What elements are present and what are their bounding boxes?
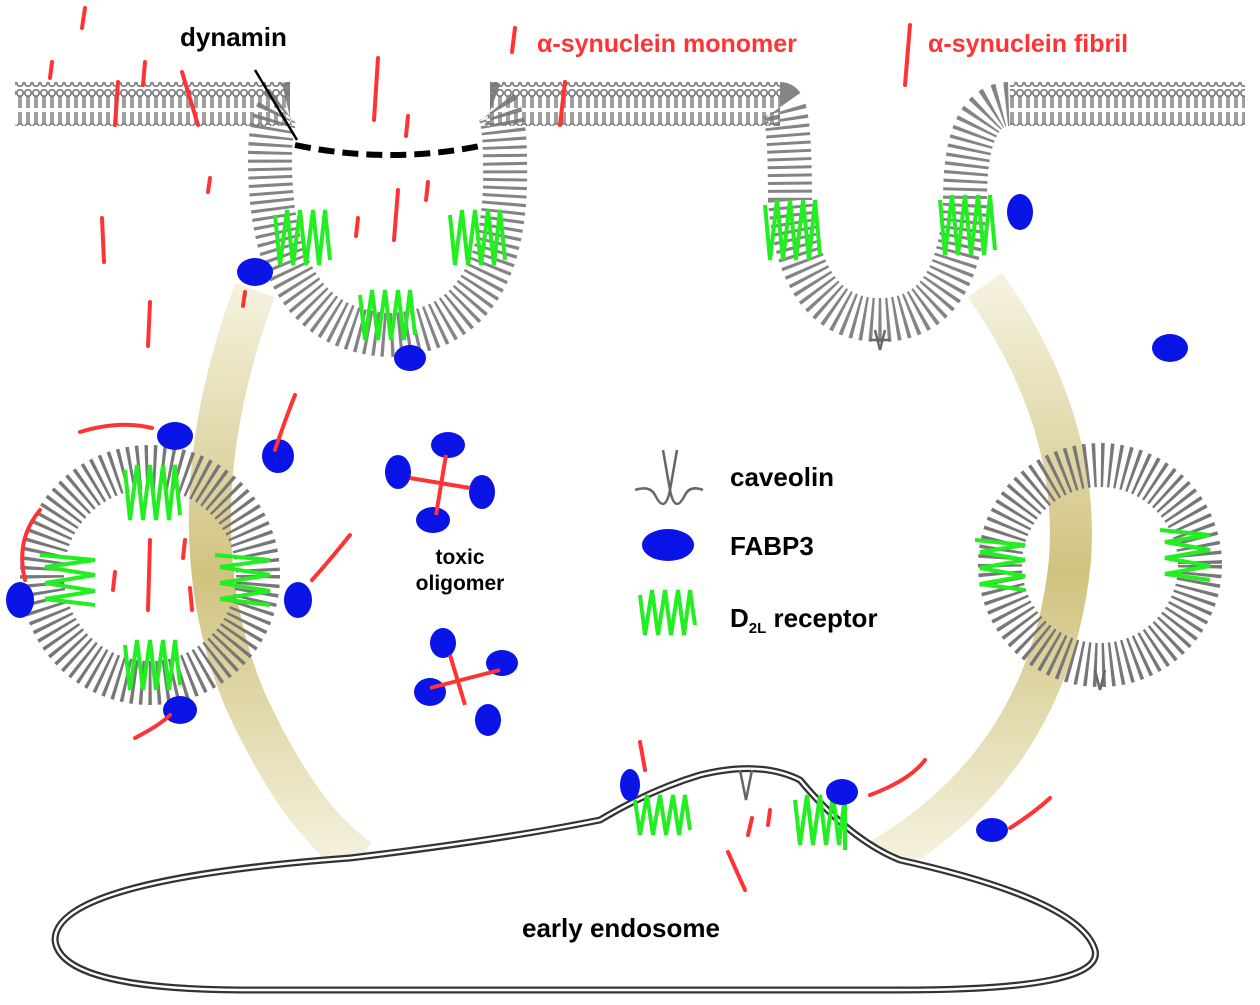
fabp3 <box>1152 334 1188 362</box>
receptor <box>633 794 692 836</box>
fabp3 <box>620 769 640 801</box>
monomer-label: α-synuclein monomer <box>537 30 797 58</box>
receptor <box>938 194 997 256</box>
d2l-receptors <box>39 194 1211 850</box>
legend-fabp3-icon <box>642 529 694 561</box>
dynamin-label: dynamin <box>180 22 287 52</box>
fabp3 <box>976 818 1008 842</box>
fabp3 <box>157 422 193 450</box>
receptor <box>123 464 182 521</box>
fabp3 <box>385 455 411 489</box>
fabp3 <box>826 779 858 805</box>
fabp3-proteins <box>6 194 1188 842</box>
legend-receptor-icon <box>638 589 697 636</box>
receptor <box>214 553 271 607</box>
fabp3 <box>430 628 456 658</box>
fibril-label: α-synuclein fibril <box>928 30 1129 58</box>
receptor <box>1159 528 1211 582</box>
receptor <box>273 209 332 266</box>
toxic-oligomers <box>409 454 501 706</box>
legend-d2l-label: D2L receptor <box>730 603 878 637</box>
fabp3 <box>431 432 465 458</box>
toxic-oligomer-label: toxic oligomer <box>405 545 515 597</box>
d2l-sub: 2L <box>748 620 767 638</box>
receptor <box>123 639 182 691</box>
plasma-membrane <box>15 82 1245 358</box>
toxic-label-line2: oligomer <box>415 572 505 595</box>
receptor <box>974 538 1026 592</box>
legend-caveolin-label: caveolin <box>730 462 835 492</box>
toxic-label-line1: toxic <box>435 546 485 569</box>
receptor <box>793 794 847 850</box>
fabp3 <box>1007 194 1033 230</box>
fabp3 <box>394 345 426 371</box>
early-endosome-label: early endosome <box>522 913 720 943</box>
legend-caveolin-icon <box>634 449 704 505</box>
fabp3 <box>163 696 197 724</box>
receptor <box>763 199 822 261</box>
legend-fabp3-label: FABP3 <box>730 531 814 561</box>
receptor <box>448 209 507 266</box>
trafficking-pathway <box>188 272 1092 879</box>
right-vesicle <box>978 443 1222 687</box>
caveolins <box>634 329 1107 801</box>
receptor <box>39 553 96 607</box>
fabp3 <box>237 258 273 286</box>
fabp3 <box>469 475 495 509</box>
dynamin-ring <box>253 69 486 158</box>
synuclein-particles <box>20 6 1052 892</box>
d2l-rest: receptor <box>766 603 878 633</box>
d2l-main: D <box>730 603 749 633</box>
fabp3 <box>416 507 450 533</box>
fabp3 <box>262 439 294 473</box>
fabp3 <box>475 704 501 736</box>
fabp3 <box>414 678 446 706</box>
receptor <box>358 289 417 341</box>
fabp3 <box>284 582 312 618</box>
fabp3 <box>6 582 34 618</box>
